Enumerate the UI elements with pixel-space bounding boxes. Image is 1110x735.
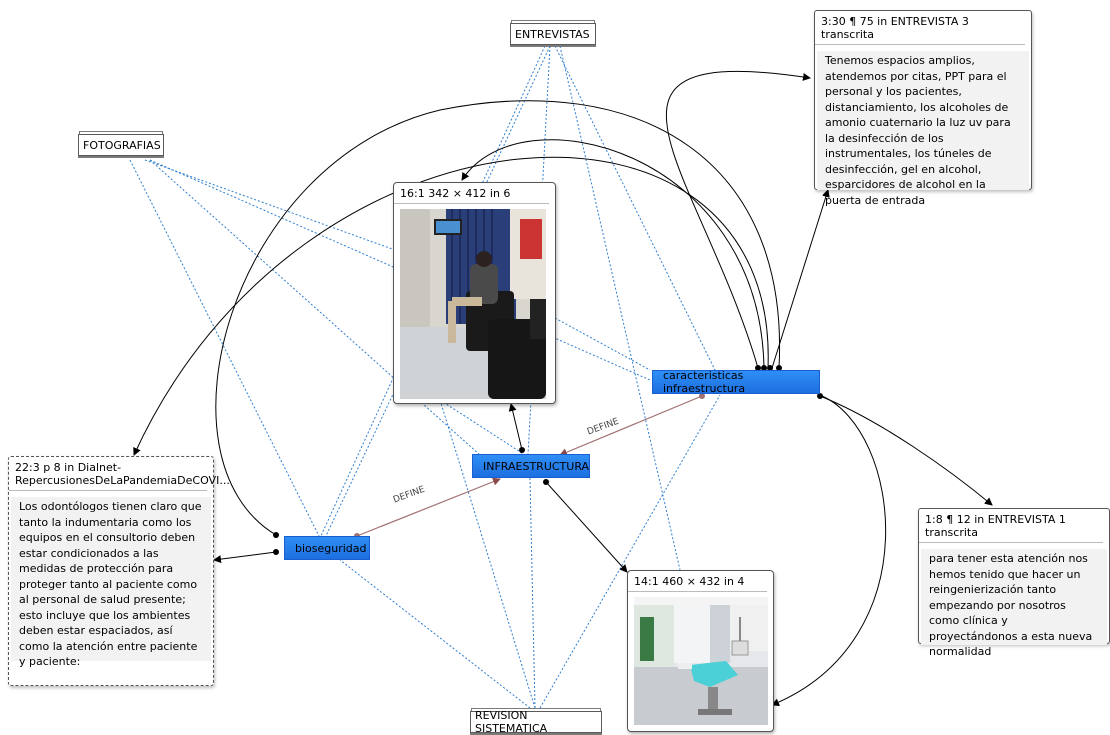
curve-caract-q330 [665,70,811,369]
quote-card-22-3[interactable]: 22:3 p 8 in Dialnet-RepercusionesDeLaPan… [8,456,230,686]
quote-22-3-header: 22:3 p 8 in Dialnet-RepercusionesDeLaPan… [9,457,230,491]
quote-22-3-body: Los odontólogos tienen claro que tanto l… [11,497,211,668]
curve-caract-img16 [461,139,765,369]
link-img16-infra [439,399,526,456]
define-link-bio-infra [356,477,501,537]
link-foto-bio [129,159,321,539]
line-infra-img14 [545,481,628,573]
image-card-16-1[interactable]: 16:1 342 × 412 in 6 [393,182,556,404]
line-bio-q223 [213,551,277,564]
curve-caract-img14 [771,395,886,707]
quote-1-8-body: para tener esta atención nos hemos tenid… [921,549,1107,658]
document-revision-label: REVISION SISTEMATICA [475,709,548,735]
code-bioseguridad[interactable]: bioseguridad [284,536,370,560]
document-fotografias-label: FOTOGRAFIAS [83,138,161,152]
code-bioseguridad-label: bioseguridad [295,541,367,555]
link-rev-infra [529,477,536,709]
line-caract-q18 [819,395,993,506]
link-foto-infra [149,159,481,456]
dental-office-photo [634,597,768,725]
document-entrevistas[interactable]: ENTREVISTAS [510,20,596,45]
curve-bio-caract [215,100,781,536]
link-foto-img16 [144,159,396,251]
define-link-caract-infra [559,395,703,457]
document-fotografias[interactable]: FOTOGRAFIAS [78,131,164,156]
code-caracteristicas-infraestructura[interactable]: caracteristicas infraestructura [652,369,820,395]
quote-3-30-body: Tenemos espacios amplios, atendemos por … [817,51,1029,207]
link-rev-img16 [439,399,536,709]
image-card-14-1[interactable]: 14:1 460 × 432 in 4 [627,570,774,732]
code-infraestructura[interactable]: INFRAESTRUCTURA [472,454,590,478]
quote-1-8-header: 1:8 ¶ 12 in ENTREVISTA 1 transcrita [919,509,1103,543]
code-caracteristicas-label: caracteristicas infraestructura [663,369,746,395]
document-entrevistas-label: ENTREVISTAS [515,27,590,41]
link-rev-caract [539,394,721,709]
link-bio-img16 [324,389,396,539]
quote-card-3-30[interactable]: 3:30 ¶ 75 in ENTREVISTA 3 transcrita Ten… [814,10,1032,207]
image-14-1-header: 14:1 460 × 432 in 4 [628,571,767,592]
quote-3-30-header: 3:30 ¶ 75 in ENTREVISTA 3 transcrita [815,11,1025,45]
link-rev-bio [339,559,531,709]
document-revision-sistematica[interactable]: REVISION SISTEMATICA [470,708,602,735]
waiting-room-photo [400,209,546,399]
link-entrevistas-img14 [559,45,681,571]
image-16-1-header: 16:1 342 × 412 in 6 [394,183,549,204]
line-caract-q330b [771,189,830,369]
line-infra-img16 [508,403,523,451]
code-infraestructura-label: INFRAESTRUCTURA [483,459,590,473]
link-entrevistas-caract [554,45,716,371]
curve-caract-q223 [133,156,769,456]
quote-card-1-8[interactable]: 1:8 ¶ 12 in ENTREVISTA 1 transcrita para… [918,508,1110,658]
